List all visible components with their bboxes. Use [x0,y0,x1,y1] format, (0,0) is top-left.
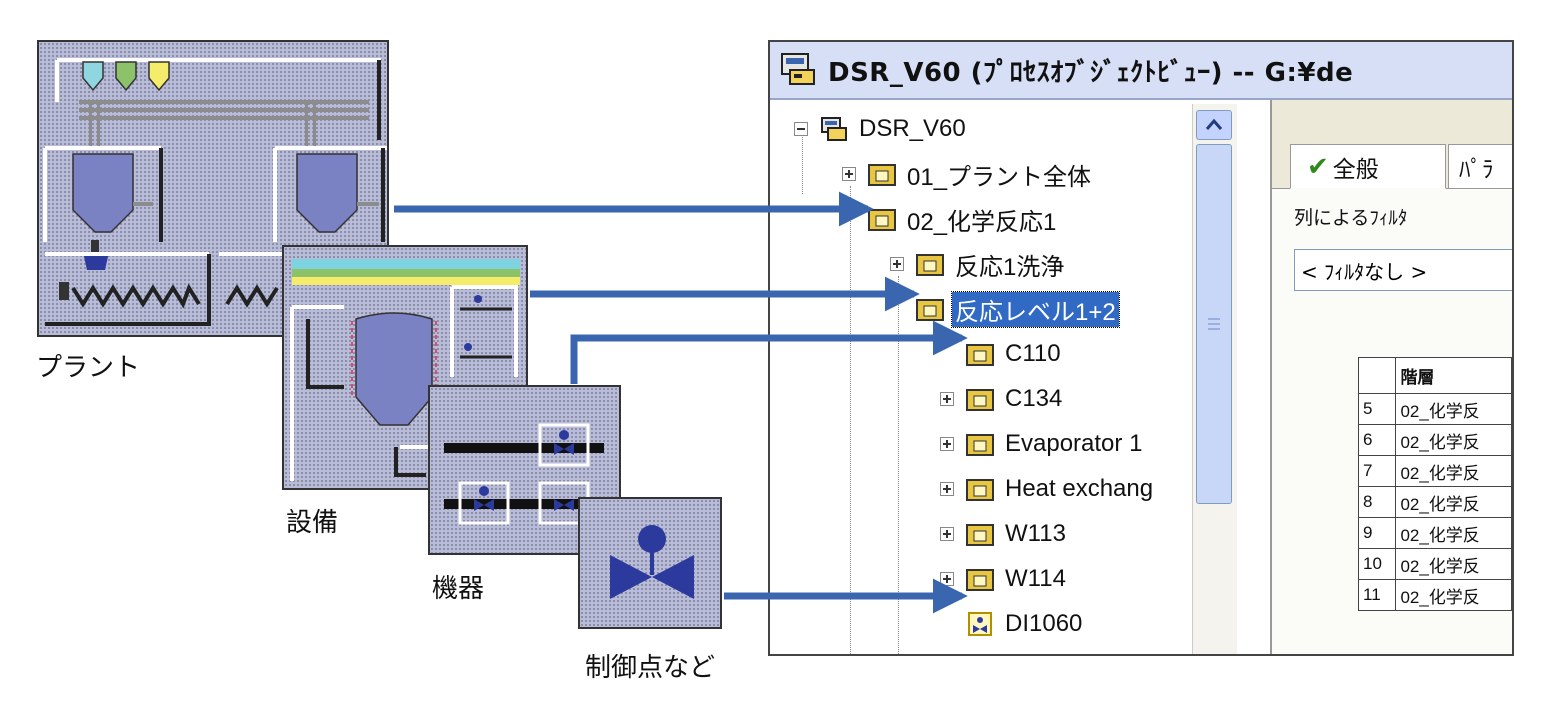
tree-item-chemical-reaction[interactable]: 02_化学反応1 [868,201,1059,237]
scroll-thumb[interactable] [1196,144,1232,504]
chevron-up-icon [1205,118,1223,130]
device-caption: 機器 [432,574,485,604]
tree-expand-toggle[interactable] [842,167,856,181]
tree-item-label: Heat exchang [1005,475,1154,502]
row-hierarchy: 02_化学反 [1395,517,1512,549]
tree-item-c110[interactable]: C110 [966,336,1064,372]
table-header-cell [1357,357,1397,394]
tree-item-label: 02_化学反応1 [907,208,1057,236]
tree-expand-toggle[interactable] [890,257,904,271]
folder-icon [868,164,896,186]
tree-item-plant[interactable]: 01_プラント全体 [868,156,1094,192]
tree-item-c134[interactable]: C134 [966,381,1065,417]
filter-label: 列によるﾌｨﾙﾀ [1294,207,1408,229]
plant-panel [37,40,389,337]
tree-expand-toggle[interactable] [940,392,954,406]
grip-icon [1208,318,1220,330]
process-object-view-window: DSR_V60 (ﾌﾟﾛｾｽｵﾌﾞｼﾞｪｸﾄﾋﾞｭｰ) -- G:¥de DSR… [768,40,1514,656]
table-header-cell[interactable]: 階層 [1395,357,1512,394]
tree-item-label-selected: 反応レベル1+2 [951,290,1120,328]
arrow-device-to-tree [570,320,968,384]
tree-item-label: C110 [1005,340,1061,367]
tree-item-label: 反応1洗浄 [955,253,1065,281]
row-number: 5 [1357,393,1397,425]
folder-icon [966,389,994,411]
control-point-icon [968,612,992,636]
valve-illustration [610,525,694,599]
column-filter-select[interactable]: < ﾌｨﾙﾀなし > [1294,249,1512,291]
equipment-illustration [290,259,520,481]
row-hierarchy: 02_化学反 [1395,455,1512,487]
tree-item-w113[interactable]: W113 [966,516,1069,552]
folder-icon [966,479,994,501]
tree-item-root[interactable]: DSR_V60 [820,111,969,147]
project-icon [821,117,847,141]
plant-caption: プラント [36,353,141,383]
control-point-caption: 制御点など [585,653,716,683]
row-hierarchy: 02_化学反 [1395,486,1512,518]
folder-icon [966,569,994,591]
row-number: 7 [1357,455,1397,487]
tree-item-reaction-level[interactable]: 反応レベル1+2 [916,290,1120,328]
tree-expand-toggle[interactable] [940,437,954,451]
tree-item-label: Evaporator 1 [1005,430,1143,457]
tree-item-reaction-wash[interactable]: 反応1洗浄 [916,246,1067,282]
control-point-panel [578,497,722,629]
tree-item-label: W114 [1005,565,1066,592]
tree-item-heat-exchanger[interactable]: Heat exchang [966,471,1156,507]
row-number: 8 [1357,486,1397,518]
tree-expand-toggle[interactable] [940,482,954,496]
tree-collapse-toggle[interactable] [794,122,808,136]
tree-item-di1060[interactable]: DI1060 [966,606,1085,642]
row-hierarchy: 02_化学反 [1395,579,1512,611]
tab-general[interactable]: ✔ 全般 [1290,144,1446,189]
scroll-up-button[interactable] [1196,110,1232,140]
window-title: DSR_V60 (ﾌﾟﾛｾｽｵﾌﾞｼﾞｪｸﾄﾋﾞｭｰ) -- G:¥de [828,58,1354,88]
folder-icon [966,524,994,546]
tab-parameters-label: ﾊﾟﾗ [1459,156,1494,183]
row-number: 6 [1357,424,1397,456]
tree-item-label: C134 [1005,385,1063,412]
tree-item-label: DSR_V60 [859,115,966,142]
row-hierarchy: 02_化学反 [1395,393,1512,425]
tree-item-label: W113 [1005,520,1066,547]
folder-icon [916,254,944,276]
folder-icon [868,209,896,231]
row-number: 11 [1357,579,1397,611]
tree-item-w114[interactable]: W114 [966,561,1069,597]
equipment-caption: 設備 [286,508,339,538]
folder-icon [966,434,994,456]
tab-parameters[interactable]: ﾊﾟﾗ [1448,144,1512,188]
tree-expand-toggle[interactable] [940,527,954,541]
row-hierarchy: 02_化学反 [1395,548,1512,580]
tree-item-evaporator[interactable]: Evaporator 1 [966,426,1145,462]
tree-item-label: DI1060 [1005,610,1083,637]
tab-general-label: 全般 [1332,156,1379,183]
tree-item-label: 01_プラント全体 [907,163,1092,191]
row-number: 9 [1357,517,1397,549]
tree-scrollbar[interactable] [1192,104,1237,654]
app-icon [781,53,815,85]
row-hierarchy: 02_化学反 [1395,424,1512,456]
device-panel [428,385,621,555]
title-bar: DSR_V60 (ﾌﾟﾛｾｽｵﾌﾞｼﾞｪｸﾄﾋﾞｭｰ) -- G:¥de [770,42,1512,100]
check-icon: ✔ [1307,151,1329,182]
table-header-row: 階層 [1357,357,1512,394]
